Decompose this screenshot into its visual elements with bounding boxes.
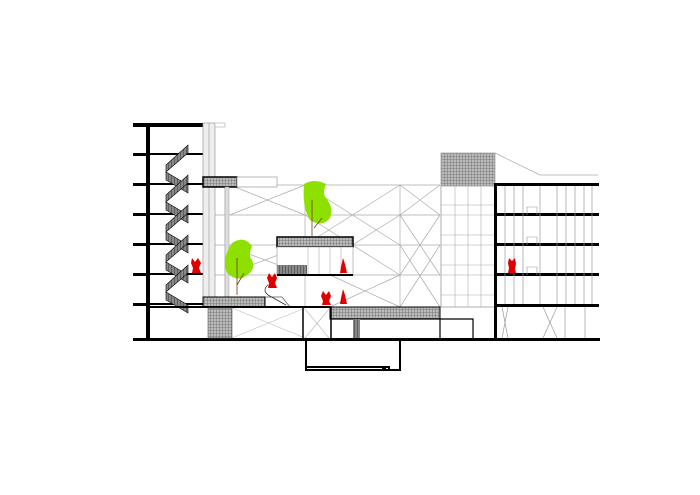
tree-icon (303, 181, 332, 237)
roof-block (202, 176, 238, 188)
ground-level (150, 284, 474, 341)
central-tower (440, 152, 496, 308)
person-icon (267, 273, 277, 288)
suspended-platform (276, 236, 354, 276)
person-icon (340, 289, 347, 304)
right-building (494, 152, 599, 339)
person-icon (340, 258, 347, 273)
tree-icon (224, 239, 254, 295)
person-icon (191, 258, 201, 273)
person-figures (191, 258, 516, 305)
stair-flights (165, 144, 189, 314)
person-icon (508, 258, 516, 273)
basement (305, 340, 401, 371)
person-icon (321, 291, 331, 305)
